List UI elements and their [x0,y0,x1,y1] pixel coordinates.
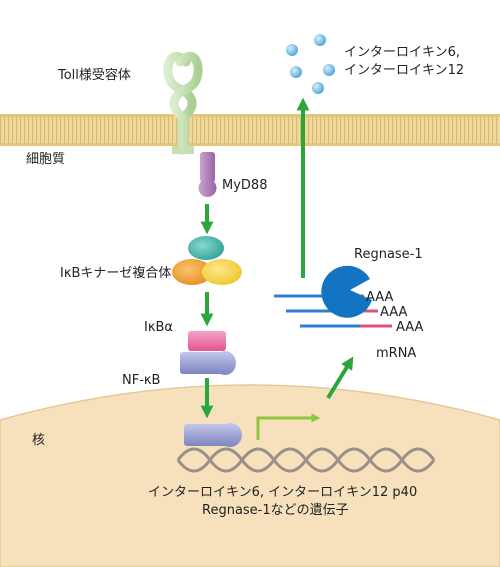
label-mrna: mRNA [376,346,416,361]
label-myd88: MyD88 [222,178,267,193]
ikk-complex [172,236,242,285]
toll-receptor [163,51,203,155]
dna-helix [176,447,436,473]
label-cytokines-line2: インターロイキン12 [344,63,464,78]
label-polya-3: AAA [396,320,424,335]
ikb-alpha-protein [188,331,226,351]
label-cytoplasm: 細胞質 [26,152,65,167]
label-cytokines-line1: インターロイキン6, [344,45,460,60]
nucleus-region [0,384,500,567]
transcription-start-arrow [256,413,321,440]
regnase-1-enzyme [321,265,372,318]
label-ikb-alpha: IκBα [144,320,173,335]
label-polya-1: AAA [366,290,394,305]
label-ikk-complex: IκBキナーゼ複合体 [60,265,171,281]
nfkb-in-nucleus [184,423,242,447]
myd88-protein [198,152,217,197]
label-polya-2: AAA [380,305,408,320]
arrow-to-mrna [326,356,354,400]
cell-membrane [0,114,500,146]
label-nucleus: 核 [32,433,45,448]
nfkb-protein [180,351,236,375]
label-genes-line2: Regnase-1などの遺伝子 [202,503,349,518]
label-toll-receptor: Toll様受容体 [57,67,131,83]
label-genes-line1: インターロイキン6, インターロイキン12 p40 [148,485,417,500]
label-nfkb: NF-κB [122,373,160,388]
label-regnase-1: Regnase-1 [354,247,423,262]
cytokine-spheres [286,34,335,94]
